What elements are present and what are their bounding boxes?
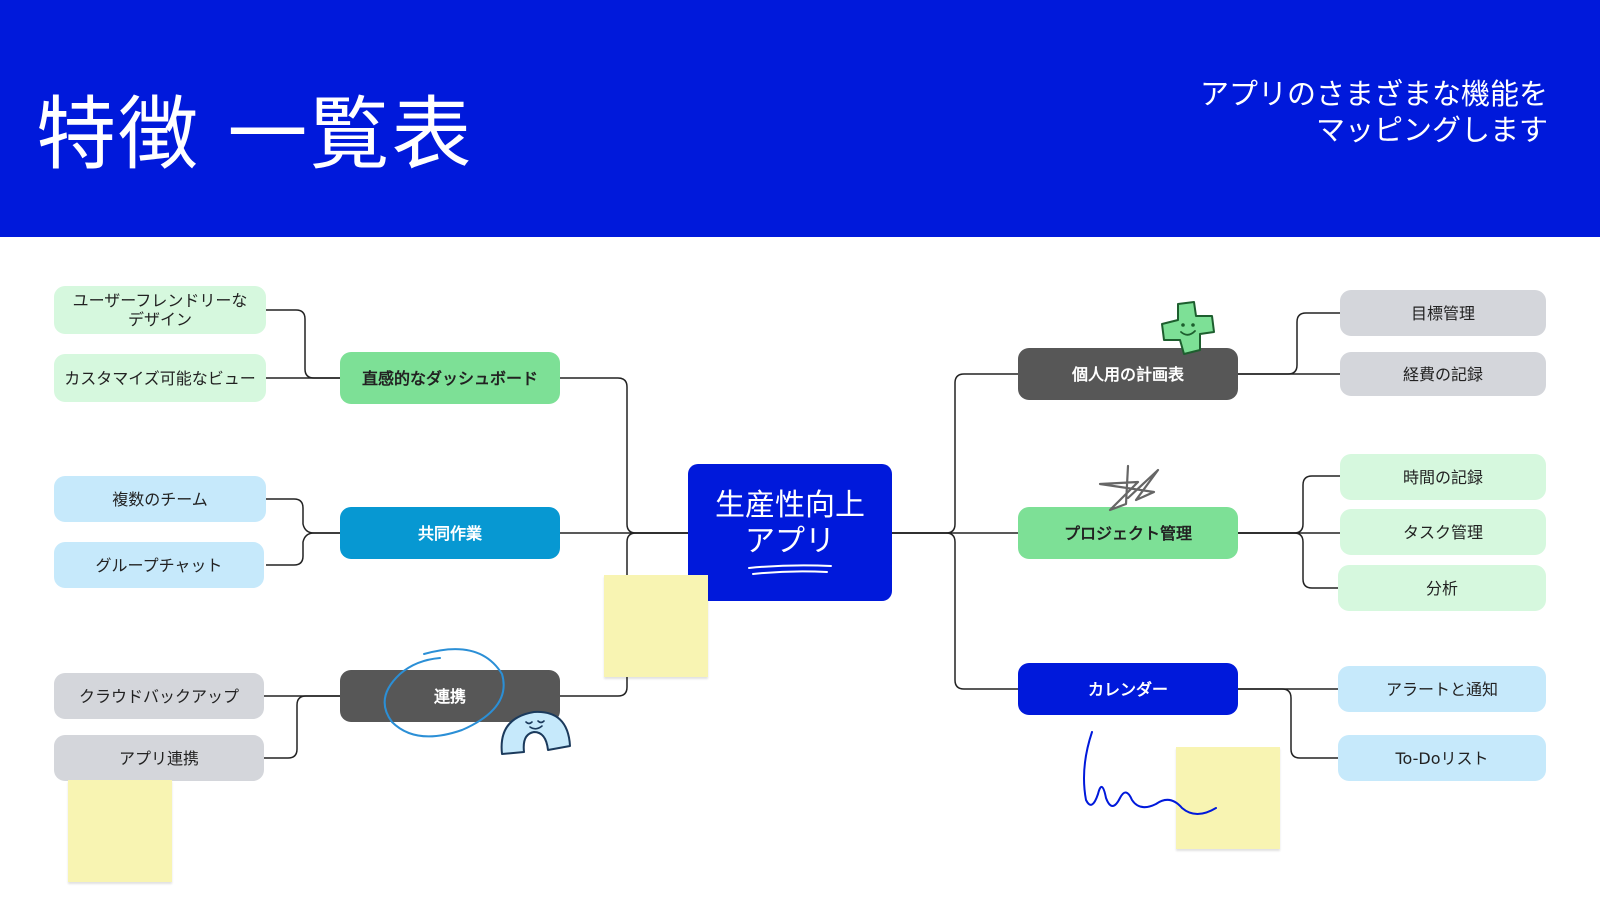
leaf-user-friendly-design[interactable]: ユーザーフレンドリーな デザイン [54, 286, 266, 334]
connector-collab-leaf-2 [266, 532, 340, 566]
subtitle-line-2: マッピングします [1315, 113, 1548, 147]
branch-personal-planner[interactable]: 個人用の計画表 [1018, 348, 1238, 400]
connector-center-planner [890, 373, 1018, 534]
center-node-line-1: 生産性向上 [715, 487, 865, 523]
leaf-expense-tracking[interactable]: 経費の記録 [1340, 352, 1546, 396]
leaf-group-chat[interactable]: グループチャット [54, 542, 264, 588]
sticky-note[interactable] [68, 780, 172, 882]
leaf-analytics[interactable]: 分析 [1338, 565, 1546, 611]
subtitle-line-1: アプリのさまざまな機能を [1199, 77, 1548, 111]
connector-project-leaf-1 [1238, 475, 1340, 534]
branch-intuitive-dashboard[interactable]: 直感的なダッシュボード [340, 352, 560, 404]
center-node-line-2: アプリ [745, 523, 835, 559]
underline-doodle [748, 563, 832, 575]
connector-dashboard-leaf-1 [266, 309, 340, 379]
leaf-task-management[interactable]: タスク管理 [1340, 509, 1546, 555]
connector-calendar-leaf-2 [1238, 688, 1340, 759]
leaf-todo-list[interactable]: To-Doリスト [1338, 735, 1546, 781]
leaf-time-tracking[interactable]: 時間の記録 [1340, 454, 1546, 500]
connector-collab-leaf-1 [266, 498, 340, 534]
circle-doodle [383, 648, 505, 738]
scribble-doodle [1083, 731, 1217, 815]
leaf-cloud-backup[interactable]: クラウドバックアップ [54, 673, 264, 719]
page-title: 特徴 一覧表 [36, 88, 474, 181]
leaf-alerts-notifications[interactable]: アラートと通知 [1338, 666, 1546, 712]
branch-integration[interactable]: 連携 [340, 670, 560, 722]
sticky-note[interactable] [1176, 747, 1280, 849]
connector-integration-leaf-2 [264, 695, 340, 759]
leaf-app-integration[interactable]: アプリ連携 [54, 735, 264, 781]
branch-collaboration[interactable]: 共同作業 [340, 507, 560, 559]
connector-center-calendar [890, 532, 1018, 690]
branch-project-management[interactable]: プロジェクト管理 [1018, 507, 1238, 559]
header-banner: 特徴 一覧表 アプリのさまざまな機能を マッピングします [0, 0, 1600, 237]
connector-project-leaf-3 [1238, 532, 1340, 589]
leaf-multiple-teams[interactable]: 複数のチーム [54, 476, 266, 522]
branch-calendar[interactable]: カレンダー [1018, 663, 1238, 715]
sticky-note[interactable] [604, 575, 708, 677]
page-subtitle: アプリのさまざまな機能を マッピングします [1200, 76, 1548, 148]
connector-planner-leaf-1 [1238, 312, 1340, 375]
smiley-sticker [1161, 301, 1215, 355]
leaf-goal-management[interactable]: 目標管理 [1340, 290, 1546, 336]
star-doodle [1098, 464, 1160, 512]
half-sun-sticker [500, 710, 571, 755]
leaf-customizable-view[interactable]: カスタマイズ可能なビュー [54, 354, 266, 402]
center-node[interactable]: 生産性向上 アプリ [688, 464, 892, 601]
connector-center-dashboard [560, 377, 688, 534]
